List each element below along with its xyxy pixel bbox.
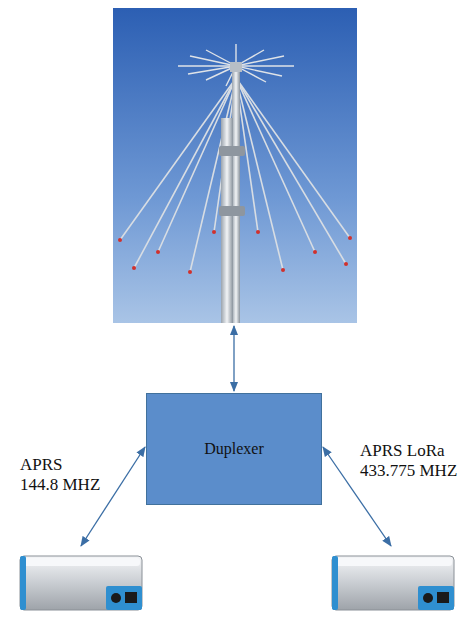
frequency-label: APRS 144.8 MHZ (20, 455, 103, 495)
duplexer-box: Duplexer (146, 393, 322, 505)
node-text: Duplexer (204, 440, 264, 458)
radio-module (20, 556, 142, 610)
frequency-label: APRS LoRa 433.775 MHZ (360, 441, 460, 481)
radio-module (332, 556, 454, 610)
antenna-photo (113, 8, 357, 323)
arrow-lines (81, 326, 391, 546)
